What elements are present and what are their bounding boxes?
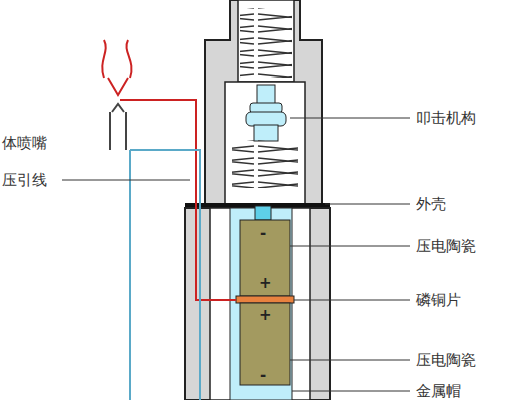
part-label: 压电陶瓷 bbox=[416, 239, 476, 254]
part-label: 叩击机构 bbox=[416, 111, 476, 126]
part-label: 压电陶瓷 bbox=[416, 353, 476, 368]
upper-spring bbox=[240, 8, 292, 78]
wire-label: 压引线 bbox=[2, 173, 47, 188]
gas-nozzle bbox=[102, 40, 131, 78]
leader-line bbox=[290, 118, 410, 391]
part-label: 磷铜片 bbox=[416, 293, 461, 308]
part-label: 金属帽 bbox=[416, 384, 461, 399]
spring-tube bbox=[238, 0, 294, 82]
outer-shell bbox=[185, 208, 330, 400]
piezo-ceramic bbox=[240, 220, 290, 296]
polarity-sign: + bbox=[259, 308, 272, 323]
lower-spring bbox=[232, 140, 298, 188]
polarity-sign: - bbox=[260, 368, 266, 383]
piezo-ceramic bbox=[240, 303, 290, 385]
phosphor-copper bbox=[236, 296, 294, 303]
polarity-sign: - bbox=[260, 226, 266, 241]
leader-line bbox=[62, 180, 190, 181]
polarity-sign: + bbox=[259, 276, 272, 291]
gas-nozzle-label: 体喷嘴 bbox=[2, 136, 47, 151]
part-label: 外壳 bbox=[416, 197, 446, 212]
ground-wire bbox=[130, 150, 200, 400]
hv-wire bbox=[120, 100, 236, 300]
metal-cap bbox=[230, 208, 292, 400]
